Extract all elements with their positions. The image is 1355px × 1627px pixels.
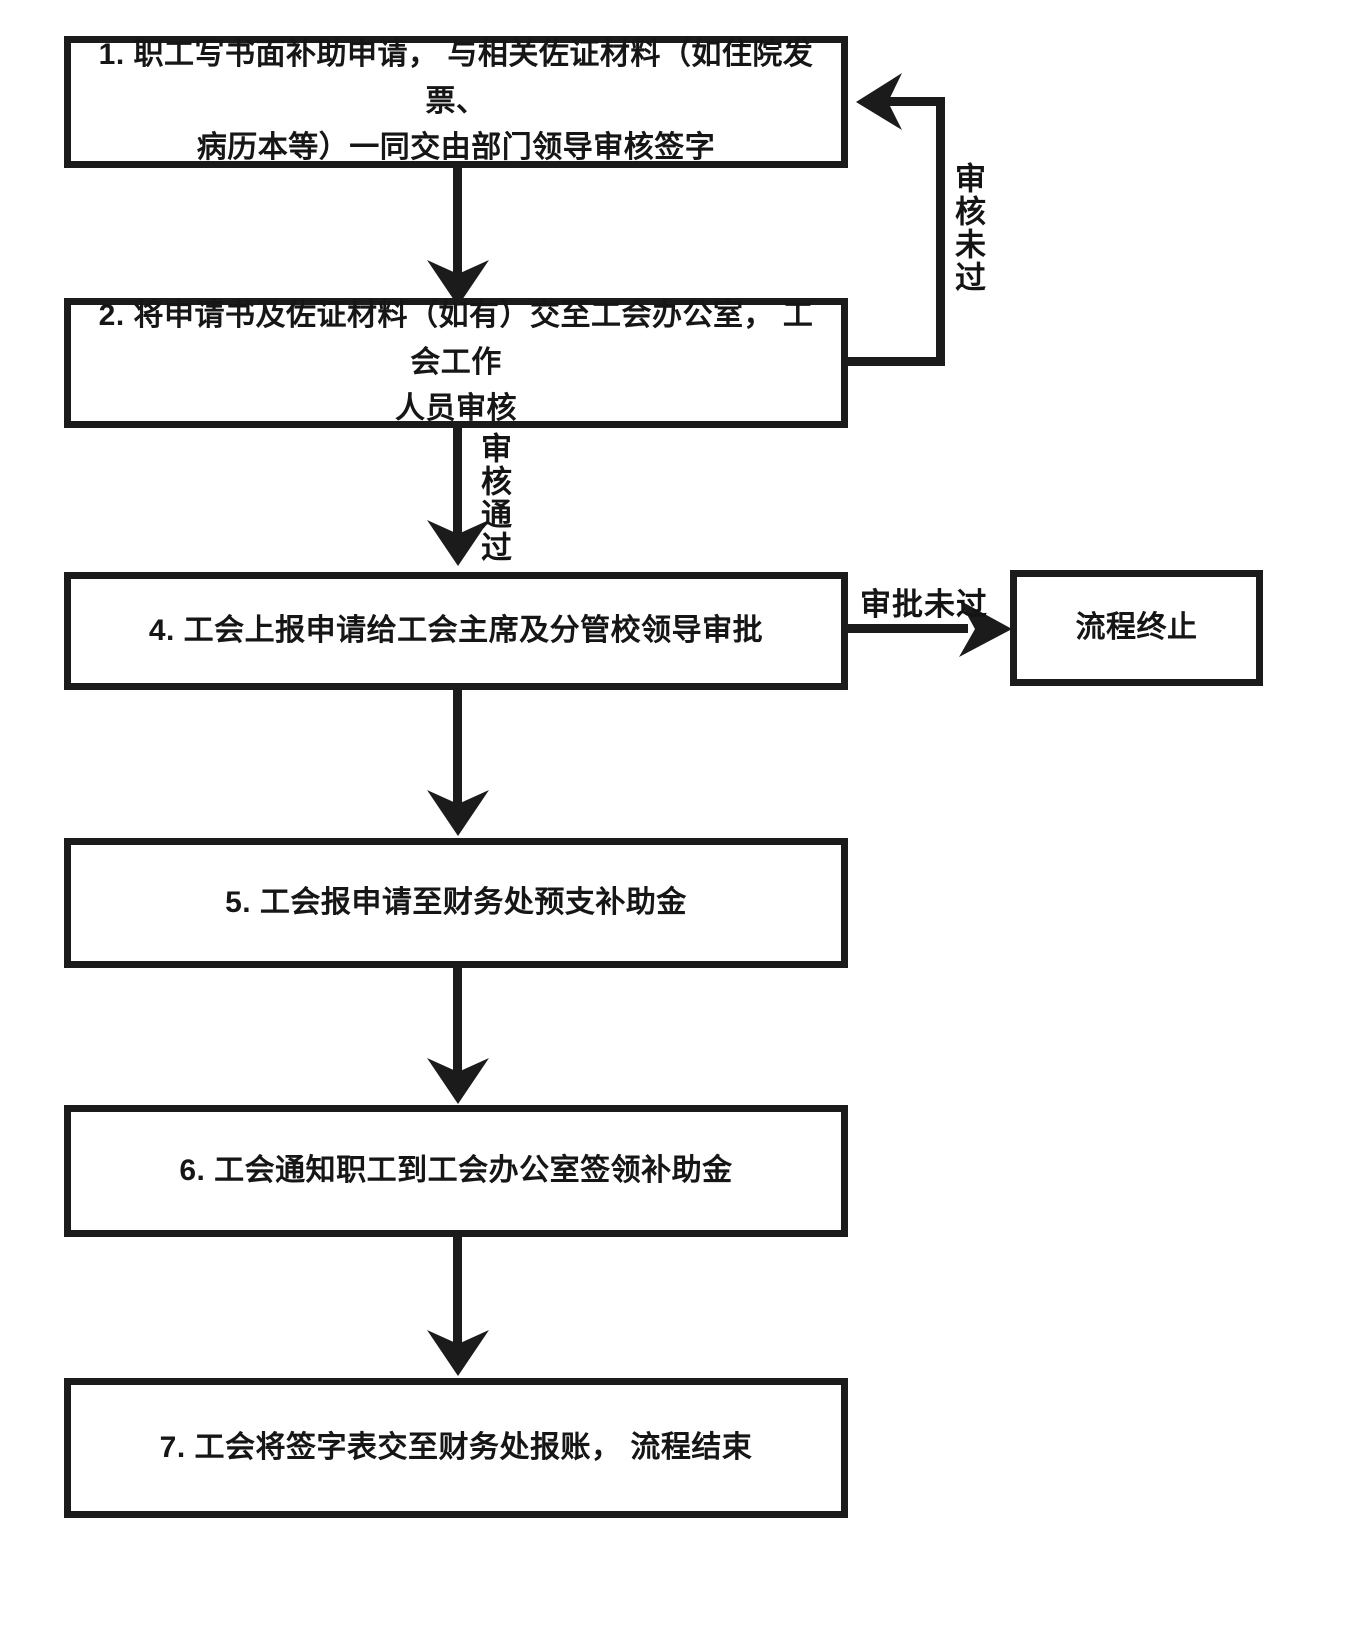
edge-reject-arrowhead [856,73,902,130]
edge-step4-step5-arrowhead [427,790,489,836]
node-step5[interactable]: 5. 工会报申请至财务处预支补助金 [64,838,848,968]
edge-step5-step6-arrowhead [427,1058,489,1104]
edge-step2-step4-line [453,428,462,536]
edge-reject-right-line [936,97,945,362]
node-step7-label: 7. 工会将签字表交至财务处报账， 流程结束 [159,1430,753,1464]
edge-step6-step7-arrowhead [427,1330,489,1376]
edge-reject-bottom-line [845,357,945,366]
node-step4[interactable]: 4. 工会上报申请给工会主席及分管校领导审批 [64,572,848,690]
edge-label-approval-failed: 审批未过 [860,587,988,622]
edge-step1-step2-line [453,168,462,278]
node-step4-label: 4. 工会上报申请给工会主席及分管校领导审批 [148,613,764,647]
node-step2[interactable]: 2. 将申请书及佐证材料（如有）交至工会办公室， 工会工作 人员审核 [64,298,848,428]
node-step6-label: 6. 工会通知职工到工会办公室签领补助金 [179,1153,733,1187]
node-step1-label: 1. 职工写书面补助申请， 与相关佐证材料（如住院发票、 病历本等）一同交由部门… [98,38,814,165]
edge-step4-terminate-line [848,624,968,633]
edge-step4-terminate-arrowhead [959,600,1012,657]
edge-step4-step5-line [453,690,462,808]
node-step5-label: 5. 工会报申请至财务处预支补助金 [225,885,687,919]
node-step6[interactable]: 6. 工会通知职工到工会办公室签领补助金 [64,1105,848,1237]
edge-step2-step4-arrowhead [427,520,489,566]
node-terminate[interactable]: 流程终止 [1010,570,1263,686]
node-step7[interactable]: 7. 工会将签字表交至财务处报账， 流程结束 [64,1378,848,1518]
node-step2-label: 2. 将申请书及佐证材料（如有）交至工会办公室， 工会工作 人员审核 [98,299,814,426]
node-terminate-label: 流程终止 [1075,610,1198,644]
edge-step5-step6-line [453,968,462,1086]
edge-step6-step7-line [453,1237,462,1357]
edge-label-review-passed: 审核通过 [476,432,511,564]
node-step1[interactable]: 1. 职工写书面补助申请， 与相关佐证材料（如住院发票、 病历本等）一同交由部门… [64,36,848,168]
edge-reject-top-line [878,97,940,106]
edge-label-review-failed: 审核未过 [950,162,985,294]
edge-step1-step2-arrowhead [427,260,489,306]
